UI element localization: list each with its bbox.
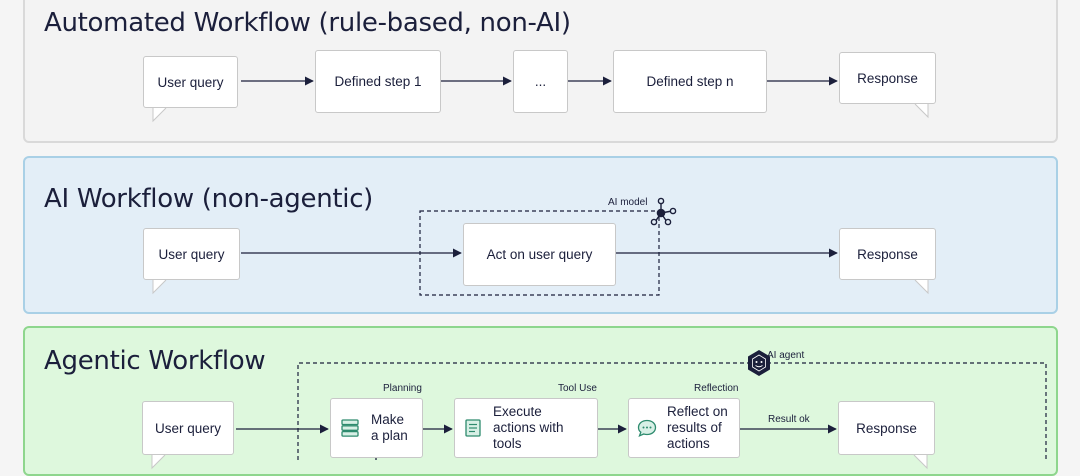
user-query-label: User query <box>154 420 222 436</box>
defined-step-1-box: Defined step 1 <box>315 50 441 113</box>
result-ok-label: Result ok <box>768 414 810 425</box>
network-icon <box>650 197 677 226</box>
agentic-workflow-title: Agentic Workflow <box>44 346 266 376</box>
reflection-label: Reflection <box>694 383 739 394</box>
execute-actions-label: Execute actions with tools <box>493 404 564 451</box>
user-query-bubble: User query <box>142 401 234 470</box>
response-bubble: Response <box>839 228 936 295</box>
act-on-query-label: Act on user query <box>486 246 593 262</box>
ai-agent-boundary <box>297 362 752 460</box>
make-plan-label: Make a plan <box>371 412 408 443</box>
make-plan-box: Make a plan <box>330 398 423 458</box>
agent-hexagon-icon <box>748 350 770 376</box>
chat-bubble-icon <box>637 419 657 437</box>
defined-step-n-label: Defined step n <box>646 73 734 89</box>
automated-workflow-title: Automated Workflow (rule-based, non-AI) <box>44 8 571 38</box>
defined-step-n-box: Defined step n <box>613 50 767 113</box>
response-label: Response <box>857 246 918 262</box>
reflect-results-label: Reflect on results of actions <box>667 404 728 451</box>
connectors-layer <box>236 76 1047 460</box>
ai-agent-boundary <box>767 362 1047 460</box>
execute-actions-box: Execute actions with tools <box>454 398 598 458</box>
response-label: Response <box>857 70 918 86</box>
defined-step-1-label: Defined step 1 <box>334 73 422 89</box>
ai-model-label: AI model <box>608 197 648 208</box>
user-query-bubble: User query <box>143 228 240 295</box>
response-label: Response <box>856 420 917 436</box>
act-on-query-box: Act on user query <box>463 223 616 286</box>
stack-icon <box>341 419 359 437</box>
ellipsis-box: ... <box>513 50 568 113</box>
ai-agent-label: AI agent <box>767 350 805 361</box>
document-icon <box>465 419 481 437</box>
tool-use-label: Tool Use <box>558 383 597 394</box>
ellipsis-label: ... <box>534 73 547 89</box>
reflect-results-box: Reflect on results of actions <box>628 398 740 458</box>
planning-label: Planning <box>383 383 422 394</box>
ai-workflow-title: AI Workflow (non-agentic) <box>44 184 374 214</box>
user-query-label: User query <box>157 74 224 90</box>
user-query-label: User query <box>158 246 225 262</box>
